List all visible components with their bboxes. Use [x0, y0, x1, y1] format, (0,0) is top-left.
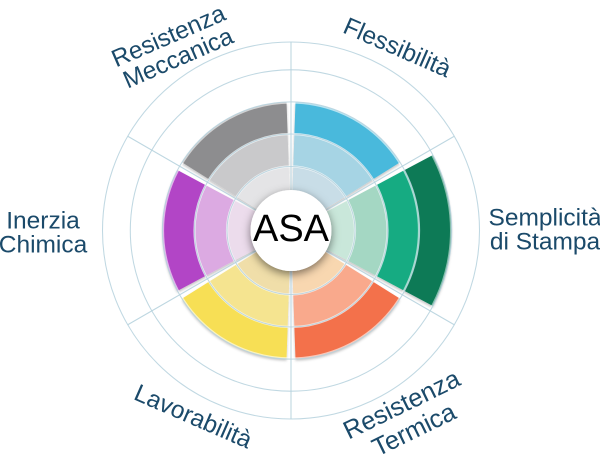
svg-text:Chimica: Chimica — [0, 232, 88, 259]
svg-text:di Stampa: di Stampa — [490, 229, 600, 256]
svg-text:ASA: ASA — [253, 208, 330, 250]
svg-text:Semplicità: Semplicità — [488, 205, 600, 232]
svg-text:Inerzia: Inerzia — [6, 208, 80, 235]
